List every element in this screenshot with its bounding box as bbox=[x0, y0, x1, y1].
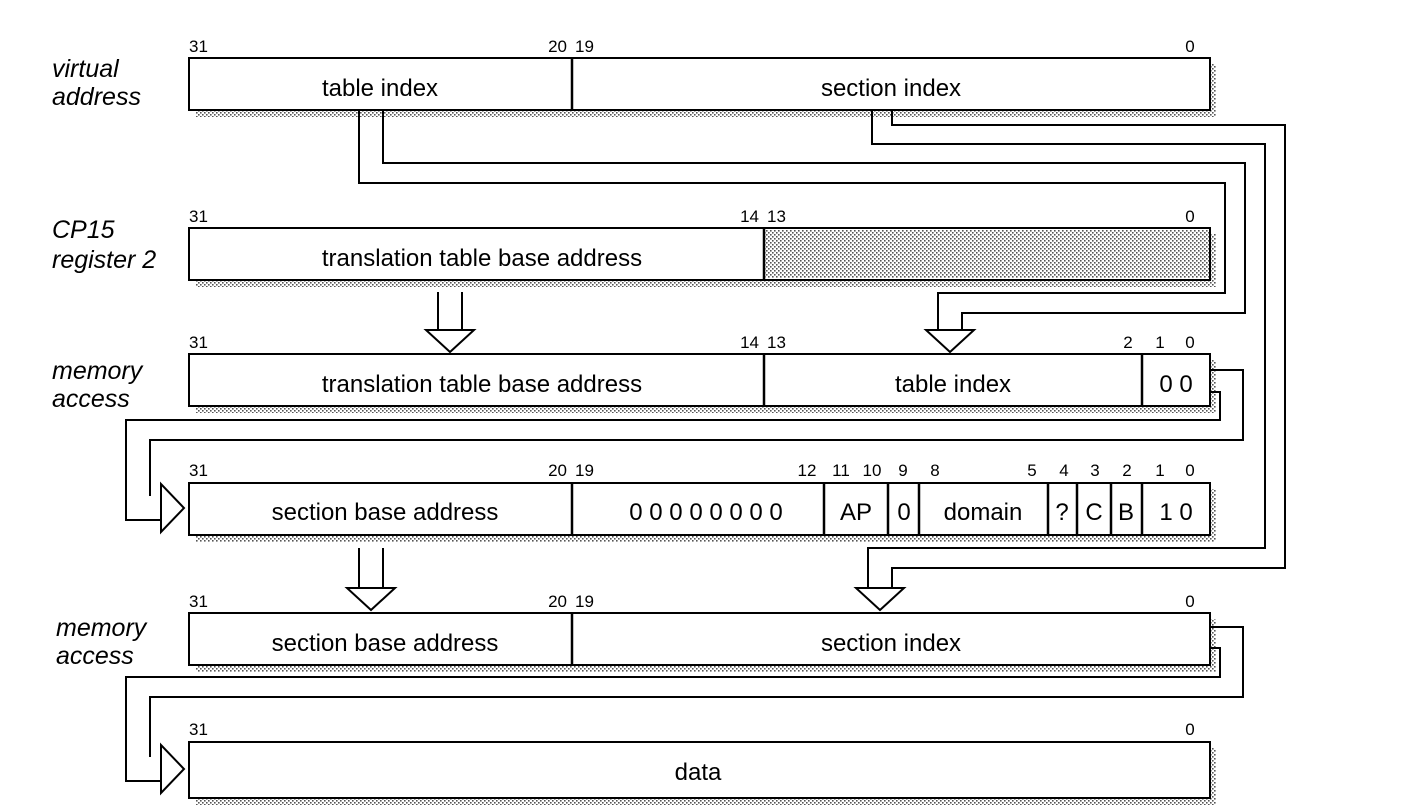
bit-label: 20 bbox=[548, 592, 567, 611]
right-arrow-icon bbox=[160, 742, 186, 796]
bit-label: 0 bbox=[1185, 37, 1194, 56]
bit-label: 14 bbox=[740, 333, 759, 352]
field-section-base-address: section base address bbox=[272, 630, 499, 657]
descriptor-fetch-route-outer bbox=[149, 369, 1244, 496]
arrow-heads bbox=[160, 292, 977, 796]
descriptor-fetch-route-inner bbox=[125, 391, 1221, 521]
bit-label: 3 bbox=[1090, 461, 1099, 480]
field-zero-bits: 0 0 0 0 0 0 0 0 bbox=[629, 499, 782, 526]
routing-paths bbox=[125, 110, 1286, 782]
section-index-route-outer bbox=[867, 110, 1266, 588]
bit-label: 2 bbox=[1122, 461, 1131, 480]
field-unknown-bit: ? bbox=[1055, 499, 1068, 526]
field-b-bit: B bbox=[1118, 499, 1134, 526]
bit-label: 0 bbox=[1185, 461, 1194, 480]
bit-label: 0 bbox=[1185, 333, 1194, 352]
field-table-index: table index bbox=[322, 75, 438, 102]
field-table-index: table index bbox=[895, 371, 1011, 398]
bit-label: 31 bbox=[189, 592, 208, 611]
field-ap: AP bbox=[840, 499, 872, 526]
bit-labels: 31 20 19 0 31 14 13 0 31 14 13 2 1 0 31 … bbox=[189, 37, 1195, 739]
bit-label: 20 bbox=[548, 37, 567, 56]
bit-label: 13 bbox=[767, 207, 786, 226]
field-separators bbox=[570, 58, 1144, 665]
right-arrow-icon bbox=[160, 481, 186, 535]
field-c-bit: C bbox=[1085, 499, 1102, 526]
field-translation-table-base-address: translation table base address bbox=[322, 245, 642, 272]
bit-label: 19 bbox=[575, 592, 594, 611]
bit-label: 13 bbox=[767, 333, 786, 352]
bit-label: 31 bbox=[189, 720, 208, 739]
bit-label: 31 bbox=[189, 207, 208, 226]
data-box bbox=[188, 741, 1211, 799]
section-index-route-inner bbox=[891, 110, 1286, 588]
bit-label: 4 bbox=[1059, 461, 1068, 480]
bit-label: 0 bbox=[1185, 592, 1194, 611]
box-shadows bbox=[196, 64, 1216, 805]
bit-label: 0 bbox=[1185, 207, 1194, 226]
row-label-line: access bbox=[52, 385, 130, 413]
bit-label: 5 bbox=[1027, 461, 1036, 480]
data-fetch-route-outer bbox=[149, 626, 1244, 757]
down-arrow-icon bbox=[853, 587, 907, 612]
field-domain: domain bbox=[944, 499, 1023, 526]
memory-access-2-box bbox=[188, 612, 1211, 666]
down-arrow-icon bbox=[923, 329, 977, 354]
row-label-line: CP15 bbox=[52, 216, 115, 244]
bit-label: 1 bbox=[1155, 461, 1164, 480]
field-section-index: section index bbox=[821, 75, 961, 102]
field-texts: table index section index translation ta… bbox=[272, 75, 1193, 786]
bit-label: 8 bbox=[930, 461, 939, 480]
row-label-line: address bbox=[52, 83, 141, 111]
bit-label: 31 bbox=[189, 333, 208, 352]
bit-label: 2 bbox=[1123, 333, 1132, 352]
table-index-route-outer bbox=[358, 110, 1226, 330]
bit-label: 12 bbox=[798, 461, 817, 480]
field-zero-bits: 0 0 bbox=[1159, 371, 1192, 398]
bit-label: 0 bbox=[1185, 720, 1194, 739]
field-section-index: section index bbox=[821, 630, 961, 657]
row-labels: virtual address CP15 register 2 memory a… bbox=[52, 55, 156, 670]
field-translation-table-base-address: translation table base address bbox=[322, 371, 642, 398]
down-arrow-icon bbox=[423, 329, 477, 354]
bit-label: 1 bbox=[1155, 333, 1164, 352]
bit-label: 14 bbox=[740, 207, 759, 226]
field-zero-bit: 0 bbox=[897, 499, 910, 526]
field-data: data bbox=[675, 759, 722, 786]
row-label-line: memory bbox=[52, 357, 144, 385]
row-label-line: virtual bbox=[52, 55, 120, 83]
row-label-line: register 2 bbox=[52, 246, 156, 274]
table-index-route-inner bbox=[382, 110, 1246, 330]
register-boxes bbox=[188, 57, 1211, 799]
bit-label: 20 bbox=[548, 461, 567, 480]
row-label-line: access bbox=[56, 642, 134, 670]
reserved-shaded-field bbox=[765, 230, 1209, 278]
bit-label: 31 bbox=[189, 461, 208, 480]
field-section-base-address: section base address bbox=[272, 499, 499, 526]
bit-label: 19 bbox=[575, 461, 594, 480]
bit-label: 19 bbox=[575, 37, 594, 56]
bit-label: 11 bbox=[832, 461, 850, 480]
bit-label: 10 bbox=[863, 461, 882, 480]
section-descriptor-box bbox=[188, 482, 1211, 536]
memory-access-1-box bbox=[188, 353, 1211, 407]
row-label-line: memory bbox=[56, 614, 148, 642]
bit-label: 31 bbox=[189, 37, 208, 56]
bit-label: 9 bbox=[898, 461, 907, 480]
field-type-bits: 1 0 bbox=[1159, 499, 1192, 526]
data-fetch-route-inner bbox=[125, 647, 1221, 782]
virtual-address-box bbox=[188, 57, 1211, 111]
down-arrow-icon bbox=[344, 587, 398, 612]
